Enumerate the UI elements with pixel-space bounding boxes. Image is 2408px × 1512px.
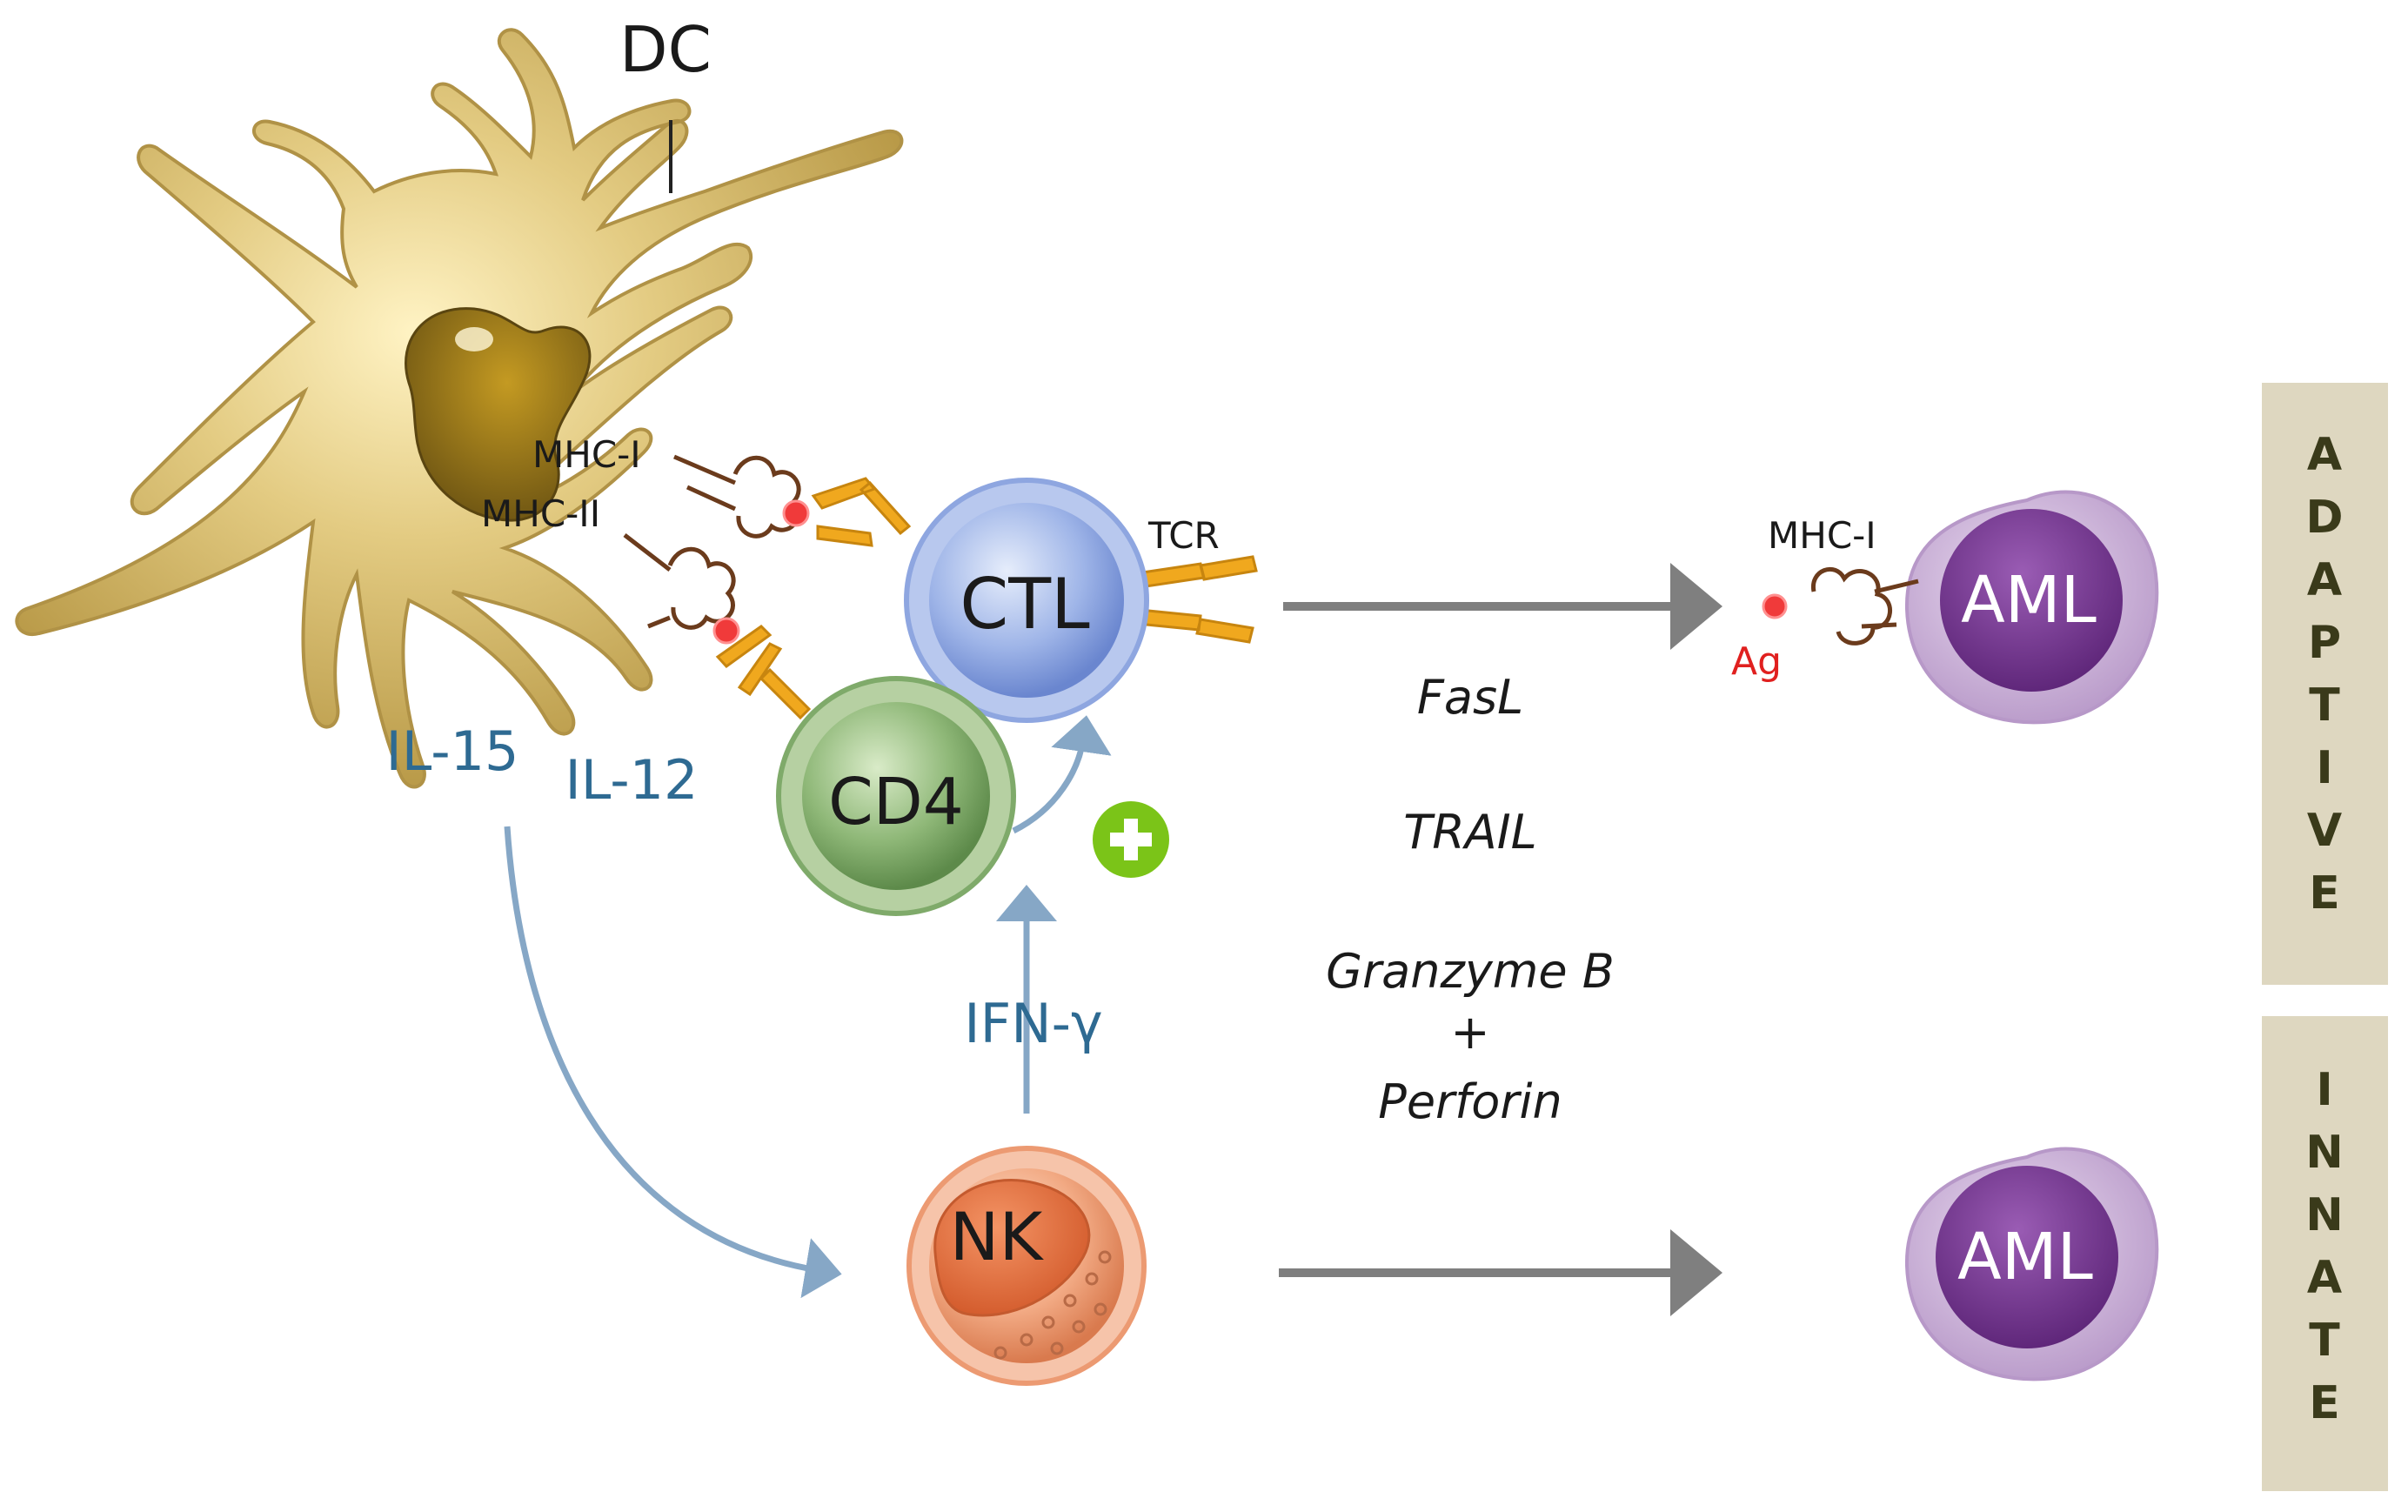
aml-innate-label: AML bbox=[1957, 1220, 2093, 1295]
antigen-dot-mhc2 bbox=[712, 617, 740, 645]
innate-letter: N bbox=[2305, 1127, 2344, 1179]
ctl-label: CTL bbox=[960, 564, 1090, 645]
dendritic-cell-highlight bbox=[455, 327, 493, 351]
mhc1-aml-label: MHC-I bbox=[1768, 514, 1876, 557]
antigen-dot-mhc1 bbox=[782, 499, 810, 527]
tcr-ctl-left-icon bbox=[811, 477, 912, 547]
adaptive-letter: T bbox=[2309, 679, 2340, 732]
tcr-ctl-right-icon bbox=[1127, 555, 1258, 644]
nk-label: NK bbox=[950, 1198, 1045, 1275]
mhc1-dc-label: MHC-I bbox=[532, 433, 641, 476]
adaptive-letter: I bbox=[2316, 742, 2332, 794]
tcr-receptors bbox=[715, 477, 1258, 720]
aml-adaptive-cell bbox=[1904, 490, 2159, 725]
innate-letter: T bbox=[2309, 1315, 2340, 1367]
adaptive-letter: V bbox=[2307, 805, 2342, 857]
ctl-cell bbox=[904, 478, 1149, 723]
plus-badge bbox=[1093, 801, 1169, 878]
perforin-label: Perforin bbox=[1378, 1074, 1562, 1129]
nk-nucleus bbox=[933, 1179, 1091, 1317]
mhc1-aml-receptor bbox=[1811, 566, 1919, 646]
mhc2-dc-label: MHC-II bbox=[481, 492, 600, 535]
arrow-cd4-to-ctl bbox=[1012, 715, 1112, 834]
cd4-cell bbox=[776, 676, 1016, 916]
il15-label: IL-15 bbox=[385, 719, 518, 783]
antigen-label: Ag bbox=[1731, 639, 1782, 684]
arrow-il15-to-nk bbox=[504, 826, 842, 1299]
nk-granules bbox=[993, 1250, 1112, 1360]
adaptive-letter: E bbox=[2309, 867, 2340, 920]
plus-label: + bbox=[1450, 1005, 1489, 1060]
tcr-label: TCR bbox=[1147, 514, 1220, 557]
nk-cell bbox=[906, 1146, 1147, 1386]
trail-label: TRAIL bbox=[1403, 805, 1536, 860]
dc-label: DC bbox=[619, 13, 712, 86]
mhc2-dc-icon bbox=[667, 546, 736, 630]
aml-innate-cell bbox=[1904, 1147, 2159, 1382]
cd4-label: CD4 bbox=[828, 765, 964, 840]
il12-label: IL-12 bbox=[565, 748, 698, 812]
antigen-dot-aml bbox=[1762, 593, 1788, 619]
adaptive-letter: A bbox=[2307, 429, 2342, 481]
innate-panel bbox=[2262, 1016, 2388, 1491]
adaptive-letter: P bbox=[2308, 617, 2341, 669]
dc-mhc-receptors bbox=[623, 454, 801, 630]
mhc1-aml-icon bbox=[1811, 566, 1893, 646]
innate-letter: N bbox=[2305, 1189, 2344, 1241]
ifng-label: IFN-γ bbox=[964, 992, 1102, 1055]
adaptive-panel bbox=[2262, 383, 2388, 985]
innate-letter: E bbox=[2309, 1377, 2340, 1429]
innate-letter: A bbox=[2307, 1252, 2342, 1304]
adaptive-letter: D bbox=[2305, 492, 2343, 544]
adaptive-letter: A bbox=[2307, 554, 2342, 606]
fasl-label: FasL bbox=[1417, 670, 1523, 725]
dendritic-cell bbox=[15, 28, 904, 789]
aml-adaptive-label: AML bbox=[1961, 563, 2097, 638]
innate-letter: I bbox=[2316, 1064, 2332, 1116]
granzyme-label: Granzyme B bbox=[1326, 944, 1615, 999]
dendritic-cell-nucleus bbox=[405, 307, 592, 522]
tcr-cd4-icon bbox=[715, 625, 812, 720]
